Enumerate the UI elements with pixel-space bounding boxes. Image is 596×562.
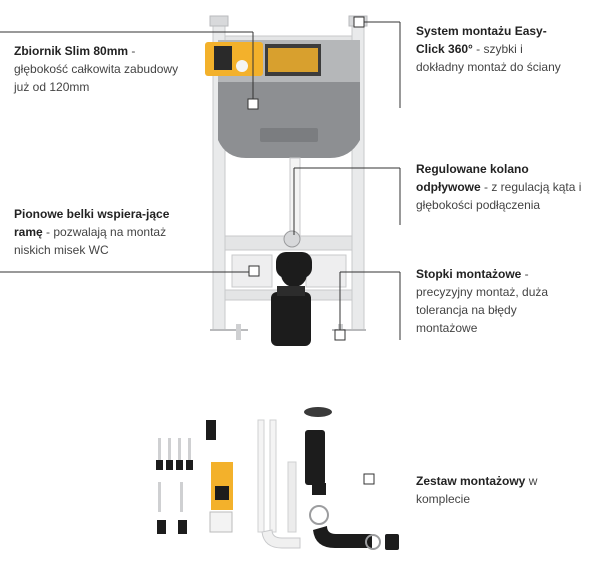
mounting-kit [156, 407, 399, 550]
callout-beams-text: - pozwalają na montaż niskich misek WC [14, 225, 167, 257]
callout-beams: Pionowe belki wspiera-jące ramę - pozwal… [14, 205, 174, 259]
callout-elbow: Regulowane kolano odpływowe - z regulacj… [416, 160, 586, 214]
callout-feet-title: Stopki montażowe [416, 267, 522, 281]
callout-tank-text: - głębokość całkowita zabudowy już od 12… [14, 44, 179, 94]
callout-kit: Zestaw montażowy w komplecie [416, 472, 556, 508]
callout-tank: Zbiornik Slim 80mm - głębokość całkowita… [14, 42, 184, 96]
callout-beams-title: Pionowe belki wspiera-jące ramę [14, 207, 170, 239]
callout-mount: System montażu Easy-Click 360° - szybki … [416, 22, 566, 76]
callout-mount-title: System montażu Easy-Click 360° [416, 24, 547, 56]
callout-markers [247, 16, 375, 485]
callout-feet: Stopki montażowe - precyzyjny montaż, du… [416, 265, 556, 337]
callout-mount-text: - szybki i dokładny montaż do ściany [416, 42, 561, 74]
valve-plate [205, 42, 321, 76]
callout-elbow-title: Regulowane kolano odpływowe [416, 162, 529, 194]
leader-lines [0, 21, 401, 340]
callout-elbow-text: - z regulacją kąta i głębokości podłącze… [416, 180, 582, 212]
callout-feet-text: - precyzyjny montaż, duża tolerancja na … [416, 267, 549, 335]
callout-kit-title: Zestaw montażowy [416, 474, 526, 488]
callout-tank-title: Zbiornik Slim 80mm [14, 44, 129, 58]
mounting-foot-left [236, 324, 241, 340]
callout-kit-text: w komplecie [416, 474, 538, 506]
drain-elbow [271, 157, 312, 346]
